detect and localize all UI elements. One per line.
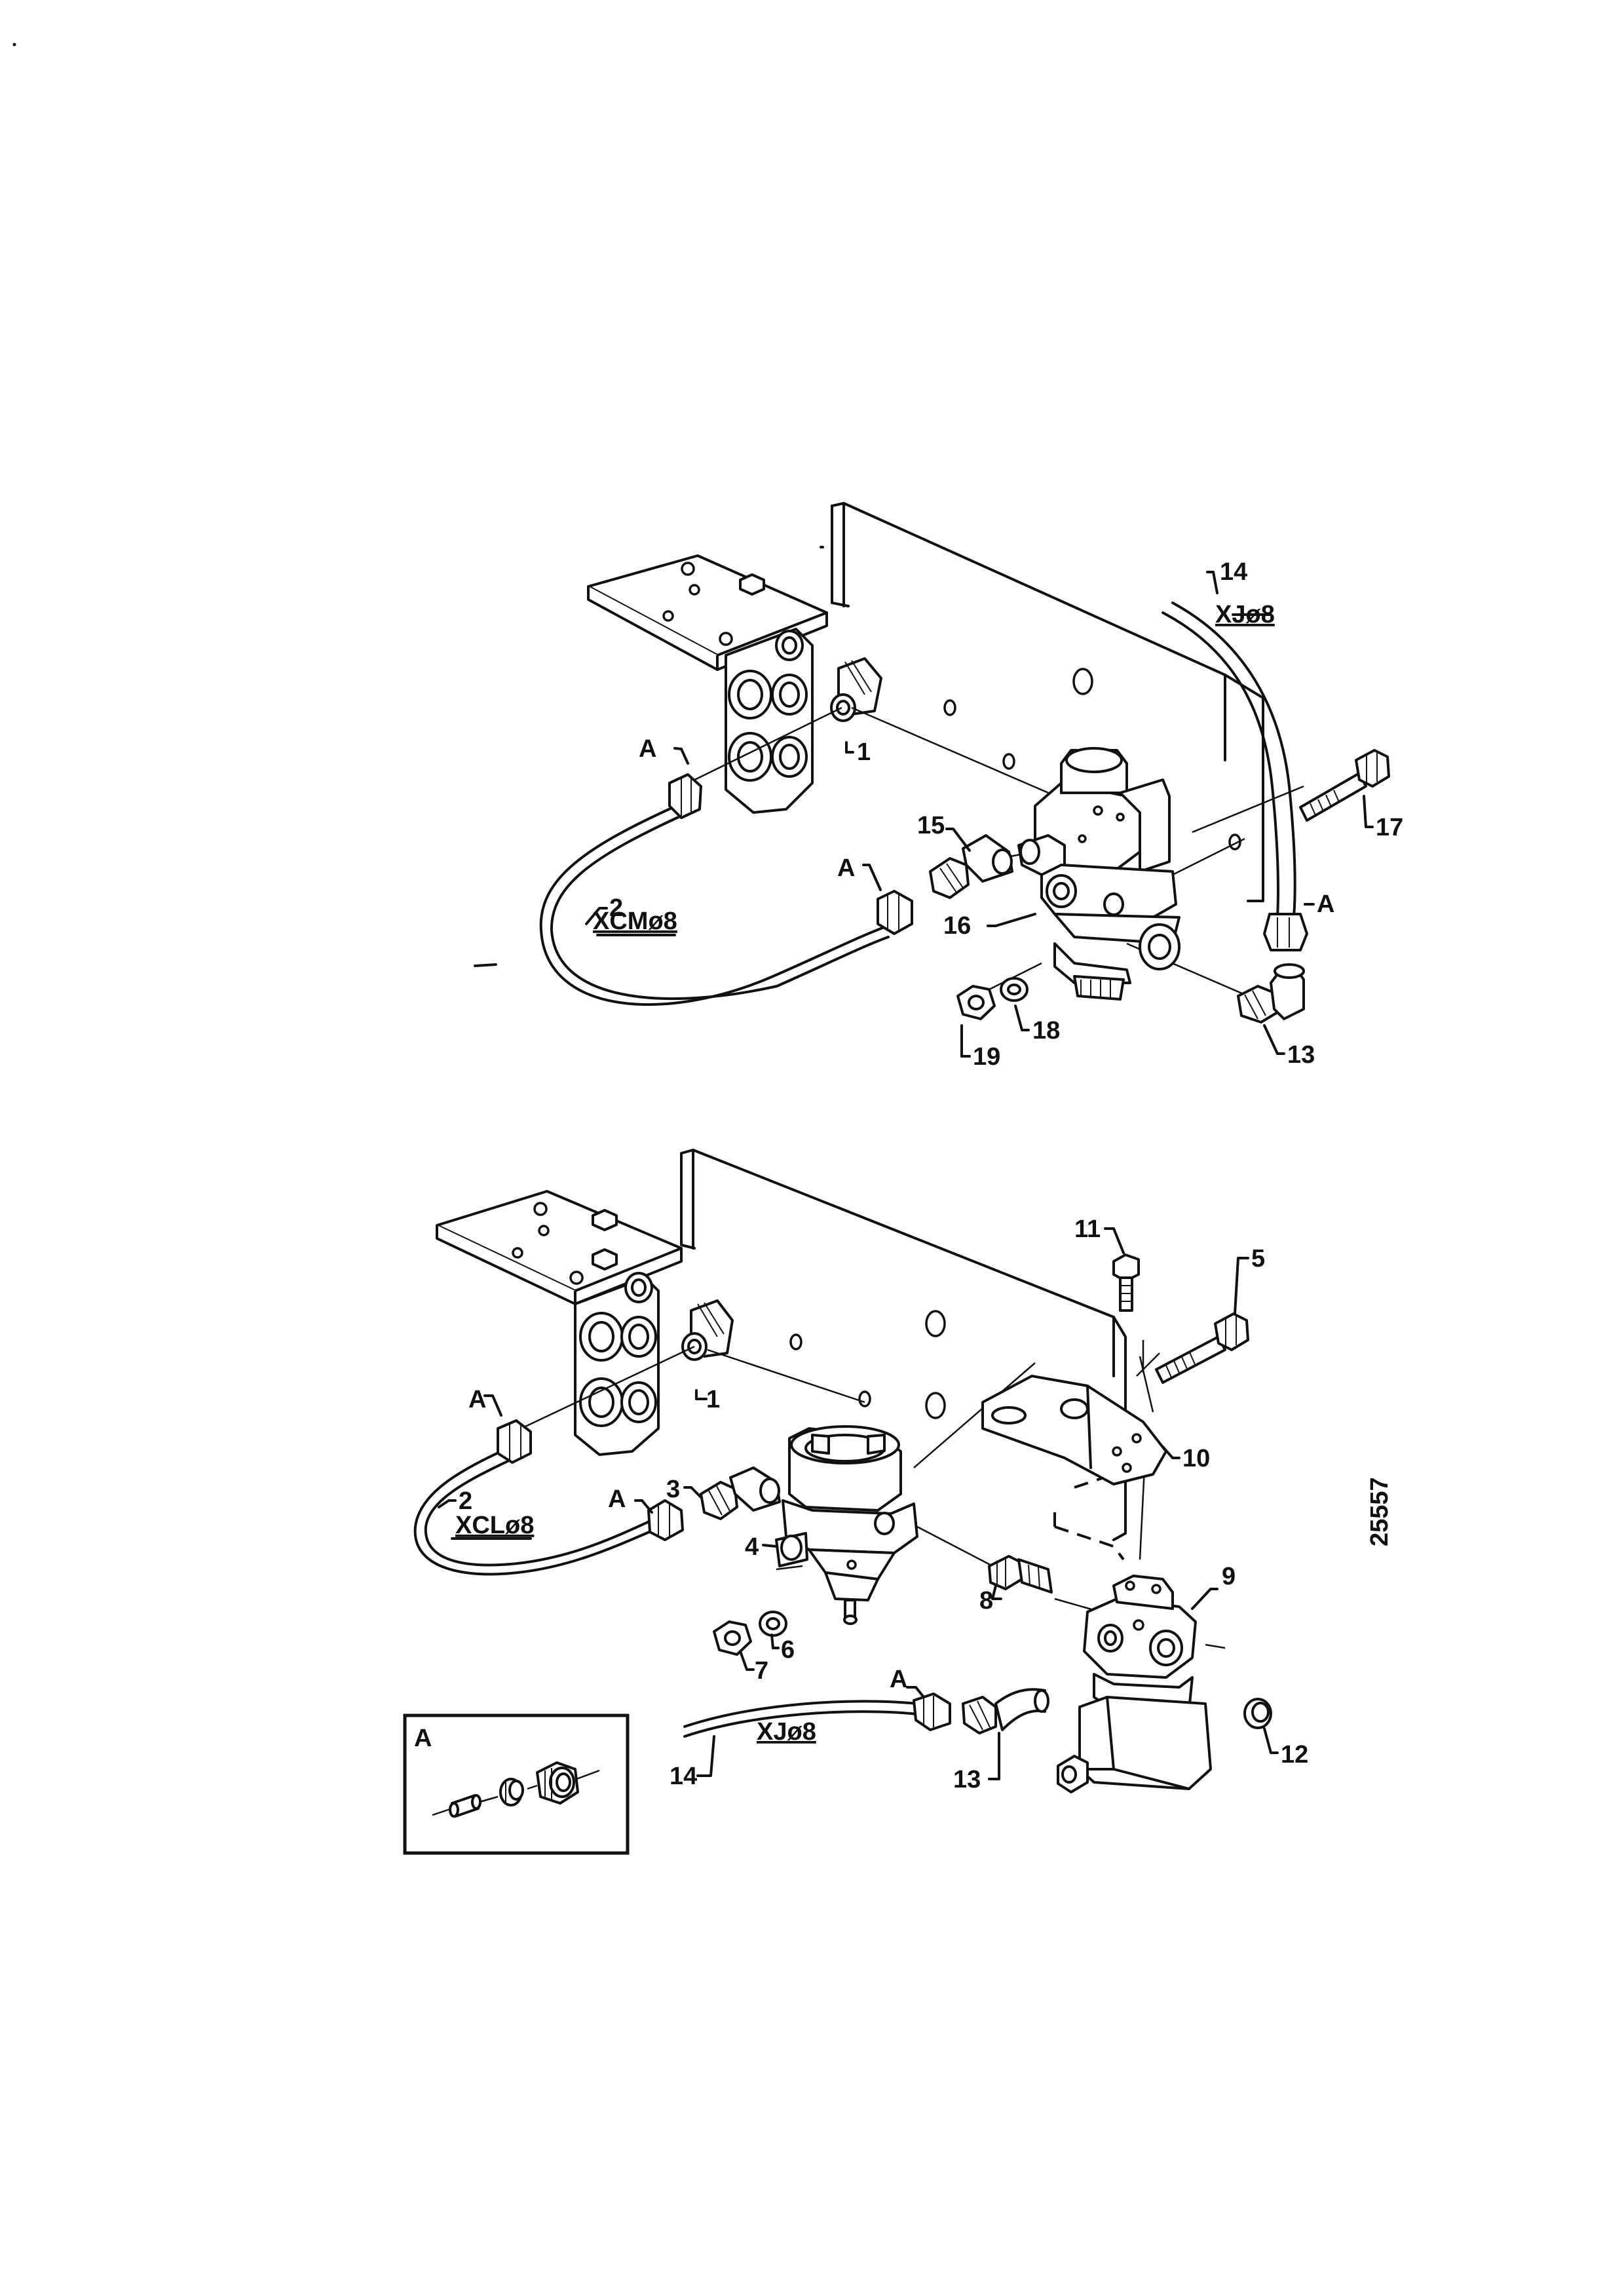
- lower-bolt-5: [1155, 1312, 1249, 1384]
- lower-plug-12: [1243, 1698, 1272, 1729]
- lower-label-elbow-3: 3: [666, 1476, 680, 1503]
- lower-label-nut-a-mid: A: [608, 1485, 626, 1513]
- lower-adapter-8: [988, 1555, 1053, 1594]
- lower-label-plug-12: 12: [1281, 1741, 1308, 1769]
- lower-label-elbow-13: 13: [953, 1766, 981, 1793]
- lower-manifold-block: [574, 1272, 660, 1456]
- upper-nut-a-left: [668, 773, 702, 819]
- lower-bracket-10: [981, 1375, 1167, 1485]
- lower-leaders: [438, 1227, 1279, 1780]
- upper-mounting-bracket: [587, 554, 828, 671]
- upper-elbow-15: [929, 834, 1013, 899]
- upper-pipe-14: [1161, 602, 1296, 919]
- lower-nut-a-mid: [647, 1499, 684, 1541]
- lower-pipe-2: [413, 1450, 663, 1576]
- upper-pipe-2: [539, 805, 890, 1006]
- scan-dot: [12, 43, 16, 47]
- upper-pipe-2-code: XCMø8: [593, 908, 677, 935]
- upper-washer-18: [1000, 977, 1029, 1002]
- lower-label-valve-9: 9: [1222, 1563, 1236, 1590]
- upper-manifold-block: [725, 628, 814, 814]
- inset-sleeve: [449, 1794, 482, 1818]
- drawing-number: 25557: [1366, 1477, 1393, 1546]
- lower-label-valve-4: 4: [745, 1533, 759, 1561]
- upper-label-bolt-17: 17: [1376, 814, 1403, 841]
- upper-pipe-14-code: XJø8: [1215, 601, 1275, 628]
- lower-label-washer-6: 6: [781, 1636, 795, 1664]
- upper-label-nut-a-left: A: [639, 735, 656, 763]
- lower-pipe-14: [683, 1700, 918, 1738]
- upper-nut-a-right: [1263, 913, 1308, 951]
- lower-mounting-bracket: [436, 1190, 683, 1305]
- upper-elbow-13: [1237, 963, 1305, 1024]
- lower-label-nut-a-pipe14: A: [890, 1666, 907, 1693]
- upper-label-elbow-13: 13: [1287, 1041, 1315, 1069]
- lower-valve-4: [775, 1425, 918, 1625]
- upper-label-elbow-15: 15: [917, 812, 945, 839]
- lower-elbow-13: [962, 1688, 1049, 1734]
- lower-label-pipe-14: 14: [670, 1763, 697, 1790]
- upper-label-nut-a-right: A: [1317, 890, 1334, 918]
- lower-washer-6: [759, 1611, 787, 1637]
- scan-mark: [474, 963, 497, 967]
- lower-label-bracket-10: 10: [1182, 1445, 1210, 1472]
- upper-nut-a-mid: [877, 890, 913, 935]
- lower-assembly: A 1 2 XCLø8 3 A 4 6 7 8 9 10 11 5 12 13 …: [413, 1149, 1308, 1793]
- lower-label-pipe-2: 2: [459, 1487, 472, 1515]
- lower-label-adapter-8: 8: [979, 1587, 993, 1615]
- upper-label-nut-a-mid: A: [837, 854, 855, 882]
- detail-inset-a: A: [403, 1713, 630, 1855]
- lower-label-fitting-1: 1: [706, 1386, 720, 1413]
- lower-screw-11: [1112, 1253, 1140, 1312]
- upper-label-valve-16: 16: [943, 912, 971, 940]
- inset-ring: [499, 1778, 524, 1807]
- lower-label-screw-11: 11: [1074, 1215, 1101, 1243]
- upper-label-nut-19: 19: [973, 1043, 1000, 1071]
- lower-label-bolt-5: 5: [1251, 1245, 1265, 1272]
- lower-fitting-1: [681, 1299, 734, 1361]
- upper-fitting-1: [830, 657, 882, 722]
- lower-label-nut-7: 7: [755, 1657, 768, 1685]
- lower-nut-a-left: [497, 1419, 532, 1464]
- upper-assembly: A A A 1 2 XCMø8 14 XJø8 15 16 17 13 18 1…: [539, 502, 1403, 1071]
- lower-label-nut-a-left: A: [468, 1386, 486, 1413]
- upper-nut-19: [956, 985, 996, 1020]
- lower-nut-7: [713, 1620, 752, 1656]
- upper-label-pipe-2: 2: [609, 894, 623, 922]
- upper-valve-16: [1017, 747, 1180, 1001]
- lower-pipe-2-code: XCLø8: [455, 1512, 534, 1539]
- lower-nut-a-pipe14: [913, 1693, 951, 1731]
- upper-bolt-17: [1299, 749, 1390, 822]
- lower-valve-9: [1057, 1575, 1212, 1793]
- upper-label-pipe-14: 14: [1220, 558, 1247, 586]
- lower-pipe-14-code: XJø8: [757, 1718, 816, 1746]
- inset-title: A: [414, 1725, 432, 1752]
- upper-label-fitting-1: 1: [857, 738, 871, 766]
- inset-nut: [536, 1761, 579, 1805]
- lower-chassis-plate: [680, 1149, 1127, 1561]
- upper-leaders: [585, 571, 1374, 1058]
- upper-label-washer-18: 18: [1032, 1017, 1060, 1044]
- upper-chassis-plate: [831, 502, 1264, 902]
- lower-elbow-3: [700, 1466, 781, 1520]
